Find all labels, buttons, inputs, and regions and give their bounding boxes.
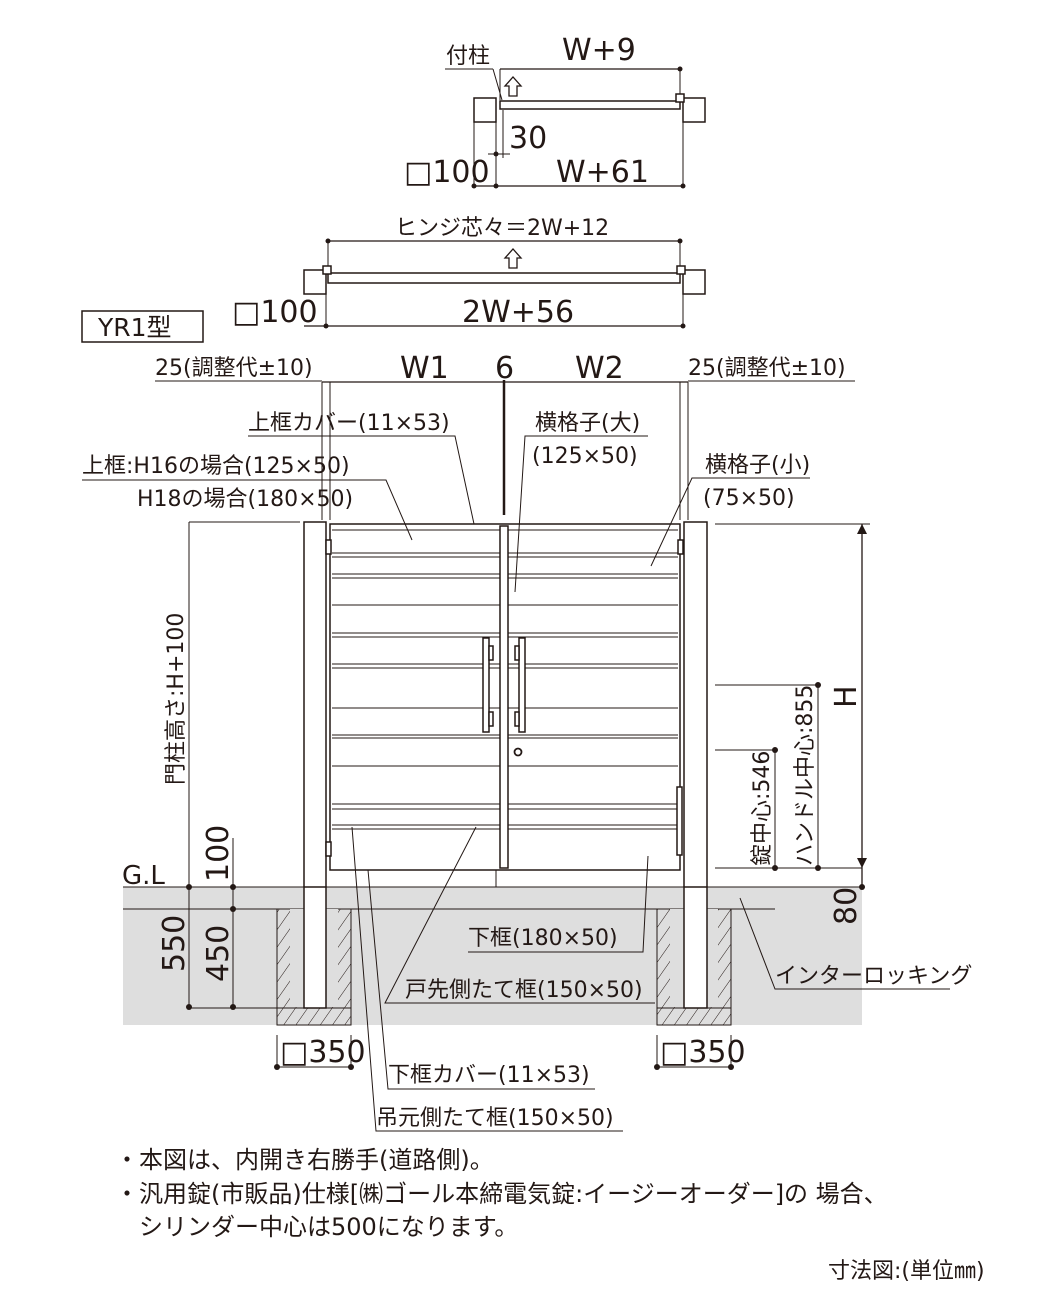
adjust-left: 25(調整代±10) (155, 356, 313, 381)
model-label: YR1型 (97, 313, 172, 342)
dim-450: 450 (201, 925, 236, 982)
keyhole-icon (513, 747, 523, 757)
gap-label: 30 (509, 121, 547, 156)
dim-80: 80 (829, 887, 864, 925)
lock-center-label: 錠中心:546 (750, 751, 775, 866)
dim-550: 550 (157, 915, 192, 972)
bottom-cover-label: 下框カバー(11×53) (388, 1063, 590, 1088)
top-frame-h16-label: 上框:H16の場合(125×50) (82, 454, 350, 479)
center-stile (499, 525, 509, 869)
bottom-frame-label: 下框(180×50) (468, 926, 618, 951)
w1-label: W1 (400, 351, 449, 386)
note-2: ・汎用錠(市販品)仕様[㈱ゴール本締電気錠:イージーオーダー]の 場合、 (115, 1180, 888, 1208)
width-bottom-label: W+61 (556, 155, 649, 190)
plan-double-gate: ヒンジ芯々＝2W+12 □100 2W+56 (232, 216, 706, 330)
plan-single-gate: 付柱 W+9 30 □100 W+61 (404, 33, 706, 190)
post-size-label-2: □100 (232, 295, 318, 330)
post-label: 付柱 (446, 44, 490, 69)
elevation: 25(調整代±10) 25(調整代±10) W1 6 W2 上框カバー(11×5… (82, 351, 972, 1132)
w2-label: W2 (575, 351, 624, 386)
right-handle (518, 637, 526, 733)
gl-label: G.L (122, 861, 165, 891)
top-cover-label: 上框カバー(11×53) (248, 411, 450, 436)
interlocking-label: インターロッキング (775, 964, 972, 989)
latch-stile-label: 戸先側たて框(150×50) (405, 978, 643, 1003)
post-height-label: 門柱高さ:H+100 (164, 613, 189, 785)
note-3: シリンダー中心は500になります。 (115, 1213, 518, 1241)
width-top-label: W+9 (562, 33, 636, 68)
width-double-label: 2W+56 (462, 295, 574, 330)
model-box (81, 310, 204, 343)
left-handle (482, 637, 490, 733)
top-frame-h18-label: H18の場合(180×50) (137, 487, 353, 512)
ground (123, 887, 862, 1025)
hinge-stile-label: 吊元側たて框(150×50) (376, 1106, 614, 1131)
rail-large-label-1: 横格子(大) (535, 411, 640, 436)
gap-6-label: 6 (495, 351, 514, 386)
h-label: H (829, 685, 864, 708)
adjust-right: 25(調整代±10) (688, 356, 846, 381)
handle-center-label: ハンドル中心:855 (793, 685, 818, 866)
rail-small-label-2: (75×50) (703, 486, 795, 511)
rail-small-label-1: 横格子(小) (705, 453, 810, 478)
post-size-label: □100 (404, 155, 490, 190)
note-1: ・本図は、内開き右勝手(道路側)。 (115, 1146, 494, 1174)
footer-units: 寸法図:(単位㎜) (828, 1259, 985, 1284)
hinge-center-label: ヒンジ芯々＝2W+12 (395, 216, 609, 241)
rail-large-label-2: (125×50) (532, 444, 638, 469)
dim-100: 100 (201, 825, 236, 882)
